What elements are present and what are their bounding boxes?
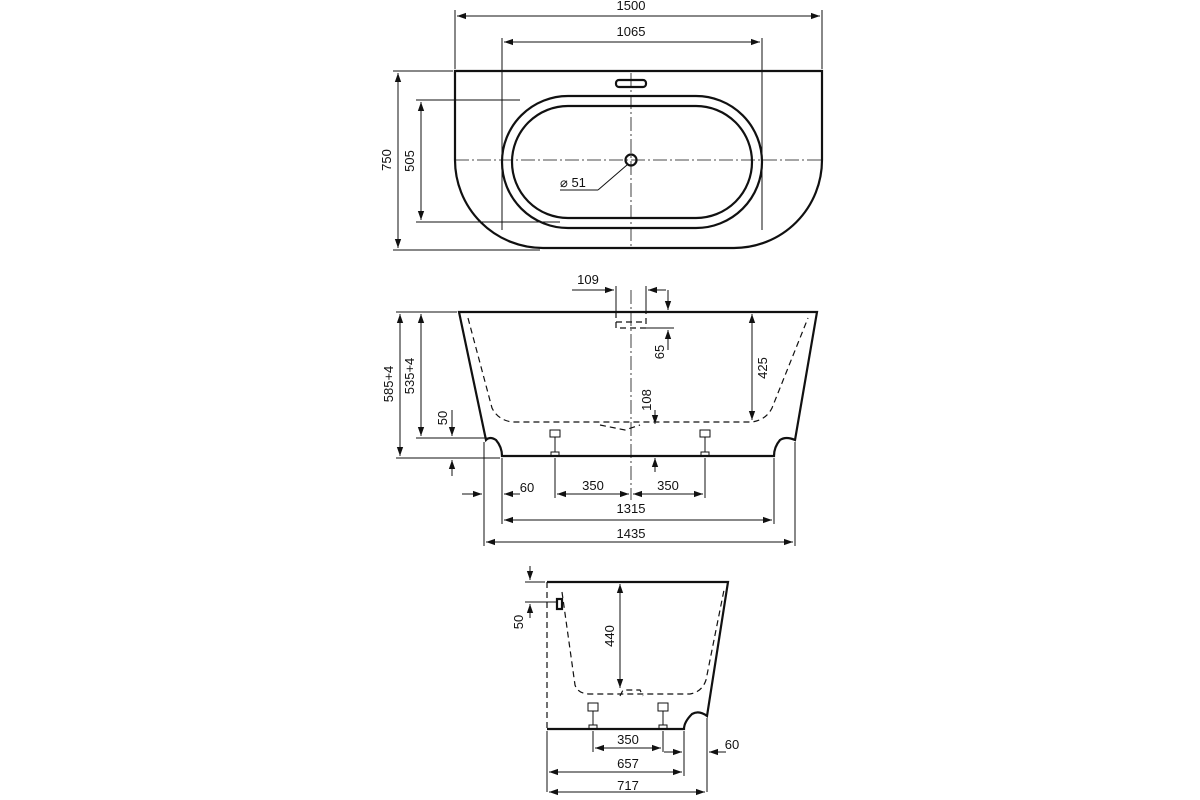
side-overflow bbox=[555, 597, 564, 611]
top-view bbox=[453, 69, 824, 250]
dim-side-bottom-width: 717 bbox=[617, 778, 639, 793]
top-outer-outline bbox=[453, 69, 824, 250]
dim-side-base-width: 657 bbox=[617, 756, 639, 771]
side-leg-right bbox=[657, 702, 669, 730]
side-dimensions: 50 440 350 60 657 717 bbox=[511, 566, 739, 796]
front-leg-right bbox=[699, 429, 711, 457]
dim-foot-inset: 60 bbox=[520, 480, 534, 495]
side-leg-left bbox=[587, 702, 599, 730]
dim-bottom-length: 1435 bbox=[617, 526, 646, 541]
top-basin-outer bbox=[500, 94, 764, 230]
side-outer-outline bbox=[547, 580, 730, 731]
dim-inner-length: 1065 bbox=[617, 24, 646, 39]
dim-overflow-height: 65 bbox=[652, 345, 667, 359]
dim-height-rim: 535+4 bbox=[402, 358, 417, 395]
drain-leader bbox=[597, 164, 628, 191]
dim-rim-offset: 50 bbox=[511, 615, 526, 629]
dim-base-length: 1315 bbox=[617, 501, 646, 516]
front-dimensions: 109 65 585+4 535+4 50 425 108 bbox=[381, 272, 796, 546]
dim-side-foot-inset: 60 bbox=[725, 737, 739, 752]
top-dimensions: 1500 1065 750 505 ⌀ 51 bbox=[379, 0, 823, 251]
side-basin-hidden bbox=[561, 589, 725, 695]
dim-width-overall: 1500 bbox=[617, 0, 646, 13]
dim-overflow-width: 109 bbox=[577, 272, 599, 287]
top-basin-inner bbox=[510, 104, 754, 220]
dim-leg-spacing-left: 350 bbox=[582, 478, 604, 493]
front-leg-left bbox=[549, 429, 561, 457]
dim-foot-height: 50 bbox=[435, 411, 450, 425]
front-overflow bbox=[615, 312, 647, 329]
top-ribbed-edge bbox=[454, 80, 823, 249]
front-view bbox=[457, 290, 819, 500]
front-outer-outline bbox=[457, 310, 819, 458]
dim-drain-diameter: ⌀ 51 bbox=[560, 175, 586, 190]
dim-inner-width: 505 bbox=[402, 150, 417, 172]
dim-side-inner-depth: 440 bbox=[602, 625, 617, 647]
dim-inner-depth: 425 bbox=[755, 357, 770, 379]
dim-leg-spacing-right: 350 bbox=[657, 478, 679, 493]
dim-height-total: 585+4 bbox=[381, 366, 396, 403]
dim-depth-overall: 750 bbox=[379, 149, 394, 171]
dim-drain-offset: 108 bbox=[639, 389, 654, 411]
dim-side-leg-spacing: 350 bbox=[617, 732, 639, 747]
side-view bbox=[546, 580, 730, 731]
